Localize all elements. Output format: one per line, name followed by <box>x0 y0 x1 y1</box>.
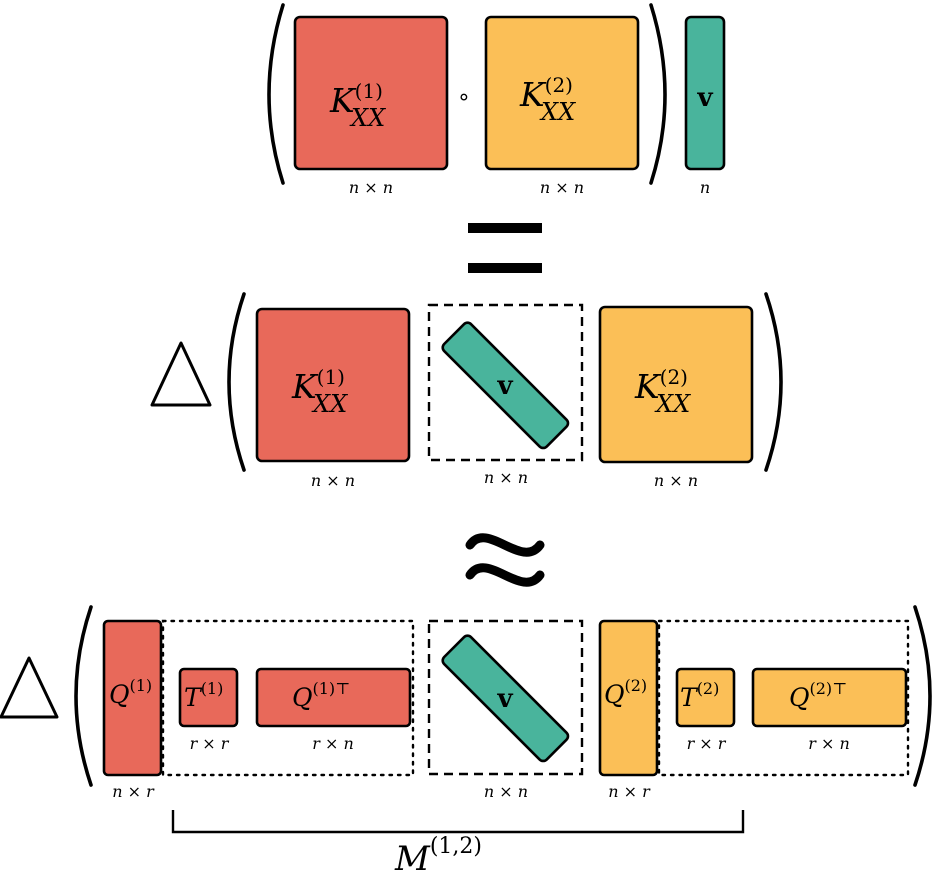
middle-row: K(1)XX v K(2)XX n × n n × n n × n <box>150 292 783 490</box>
q1-label: Q(1) <box>109 676 152 709</box>
diag-v-label-bottom: v <box>496 684 513 714</box>
dim-t2: r × r <box>687 734 727 753</box>
dim-q2t: r × n <box>808 734 850 753</box>
t1-label: T(1) <box>184 679 223 712</box>
bottom-row: Q(1) T(1) Q(1)⊤ v Q(2) T(2) Q(2)⊤ r × r <box>0 605 932 875</box>
bottom-left-paren <box>74 605 93 787</box>
dim-q1: n × r <box>112 782 155 801</box>
vector-v-label-top: v <box>696 83 713 113</box>
dim-k1-middle: n × n <box>311 471 355 490</box>
dim-t1: r × r <box>190 734 230 753</box>
diag-v-frame-bottom <box>427 619 584 776</box>
t2-label: T(2) <box>680 679 719 712</box>
k2-matrix-top <box>484 15 640 171</box>
dim-v-top: n <box>700 178 710 197</box>
q2-transpose-label: Q(2)⊤ <box>789 679 847 712</box>
t1-matrix <box>178 667 239 728</box>
dim-k2-top: n × n <box>540 178 584 197</box>
k2-label-middle: K(2)XX <box>634 365 691 418</box>
hadamard-operator: ∘ <box>457 85 471 110</box>
k1-matrix-top <box>293 15 449 171</box>
triangle-operator-middle <box>150 341 212 407</box>
diag-v-frame-middle <box>427 303 584 462</box>
diag-v-matrix-middle <box>441 321 570 450</box>
dim-k2-middle: n × n <box>654 471 698 490</box>
k1-label-top: K(1)XX <box>329 79 386 132</box>
top-right-paren <box>649 3 667 185</box>
q1-transpose-matrix <box>255 667 412 728</box>
bottom-right-paren <box>913 605 932 787</box>
triangle-operator-bottom <box>0 656 59 719</box>
t2-matrix <box>675 667 736 728</box>
diag-v-label-middle: v <box>496 371 513 401</box>
m12-brace <box>171 810 745 834</box>
q1-transpose-label: Q(1)⊤ <box>292 679 350 712</box>
middle-right-paren <box>764 292 783 472</box>
dim-q1t: r × n <box>312 734 354 753</box>
k1-label-middle: K(1)XX <box>291 365 348 418</box>
k1-matrix-middle <box>255 307 411 463</box>
approx-sign <box>465 533 545 587</box>
k2-matrix-middle <box>598 305 754 464</box>
vector-v-top <box>684 15 726 171</box>
m12-label: M(1,2) <box>394 834 482 875</box>
q2-label: Q(2) <box>604 676 647 709</box>
diag-v-matrix-bottom <box>441 634 570 763</box>
middle-left-paren <box>227 292 246 472</box>
left-factor-frame <box>161 619 415 777</box>
k2-label-top: K(2)XX <box>519 73 576 126</box>
dim-diag-middle: n × n <box>484 468 528 487</box>
q1-matrix <box>102 619 163 777</box>
right-factor-frame <box>657 619 910 777</box>
dim-diag-bottom: n × n <box>484 782 528 801</box>
q2-transpose-matrix <box>751 667 908 728</box>
q2-matrix <box>598 619 659 777</box>
dim-k1-top: n × n <box>349 178 393 197</box>
top-row: K(1)XX ∘ K(2)XX v n × n n × n n <box>267 3 726 197</box>
dim-q2: n × r <box>608 782 651 801</box>
top-left-paren <box>267 3 285 185</box>
equals-sign <box>468 223 542 273</box>
